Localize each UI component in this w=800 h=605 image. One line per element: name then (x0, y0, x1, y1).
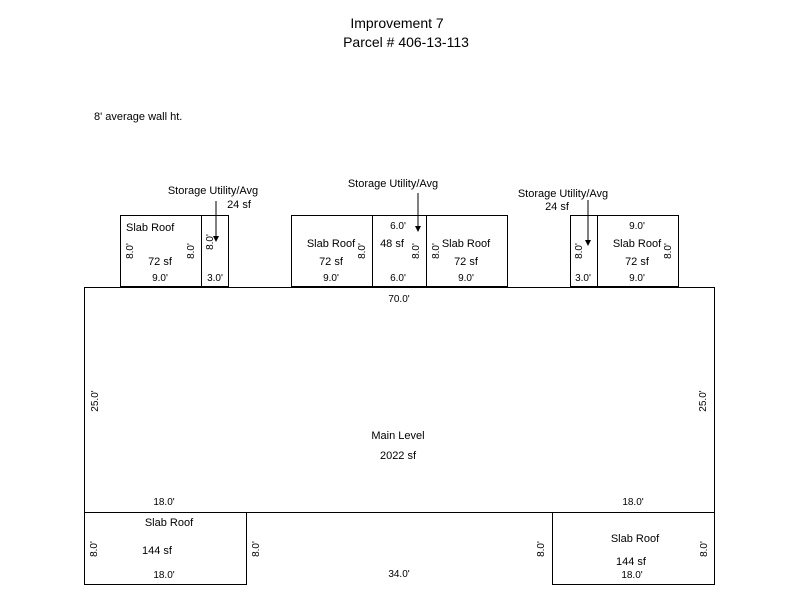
slab-roof-bottom-left-width: 18.0' (153, 570, 174, 581)
slab-roof-top-right-top-width: 9.0' (629, 221, 645, 232)
slab-roof-top-left-width: 9.0' (152, 273, 168, 284)
parcel-number: Parcel # 406-13-113 (343, 34, 469, 50)
slab-roof-top-center-right-height: 8.0' (431, 243, 442, 259)
callout-left-name: Storage Utility/Avg (168, 185, 258, 197)
diagram-title: Improvement 7 (350, 15, 444, 31)
slab-roof-bottom-right-name: Slab Roof (611, 533, 660, 545)
storage-center-bottom-width: 6.0' (390, 273, 406, 284)
slab-roof-bottom-right-height: 8.0' (699, 541, 710, 557)
slab-roof-top-right-height: 8.0' (663, 243, 674, 259)
slab-roof-top-right-bottom-width: 9.0' (629, 273, 645, 284)
main-level-area: 2022 sf (380, 450, 417, 462)
storage-center-area: 48 sf (380, 238, 405, 250)
main-level-inner-left-width: 18.0' (153, 497, 174, 508)
storage-center-height: 8.0' (411, 243, 422, 259)
storage-left (201, 215, 229, 287)
callout-right-area: 24 sf (545, 201, 570, 213)
slab-roof-bottom-right-area: 144 sf (616, 556, 647, 568)
slab-roof-top-center-right-name: Slab Roof (442, 238, 491, 250)
callout-left-area: 24 sf (227, 199, 252, 211)
callout-center-arrowhead (415, 226, 421, 232)
main-level-right-height: 25.0' (698, 390, 709, 411)
wall-height-note: 8' average wall ht. (94, 111, 182, 123)
slab-roof-top-left-height-left: 8.0' (125, 243, 136, 259)
main-level-inner-right-height: 8.0' (536, 541, 547, 557)
storage-right-width: 3.0' (575, 273, 591, 284)
slab-roof-top-left-name: Slab Roof (126, 222, 175, 234)
callout-right-arrowhead (585, 240, 591, 246)
slab-roof-top-center-right-width: 9.0' (458, 273, 474, 284)
slab-roof-top-center-right-area: 72 sf (454, 256, 479, 268)
main-level-inner-right-width: 18.0' (622, 497, 643, 508)
slab-roof-top-center-left-height: 8.0' (357, 243, 368, 259)
slab-roof-top-center-right (426, 215, 508, 287)
main-level-bottom-width: 34.0' (388, 569, 409, 580)
slab-roof-top-center-left-area: 72 sf (319, 256, 344, 268)
callout-right-name: Storage Utility/Avg (518, 188, 608, 200)
slab-roof-top-left-area: 72 sf (148, 256, 173, 268)
slab-roof-top-center-left-width: 9.0' (323, 273, 339, 284)
main-level-name: Main Level (371, 430, 424, 442)
storage-left-width: 3.0' (207, 273, 223, 284)
slab-roof-bottom-right-width: 18.0' (621, 570, 642, 581)
slab-roof-top-center-left-name: Slab Roof (307, 238, 356, 250)
slab-roof-top-right-name: Slab Roof (613, 238, 662, 250)
main-level-top-width: 70.0' (388, 294, 409, 305)
slab-roof-bottom-left-area: 144 sf (142, 545, 173, 557)
slab-roof-bottom-left-height: 8.0' (89, 541, 100, 557)
slab-roof-top-right (597, 215, 679, 287)
slab-roof-bottom-left-name: Slab Roof (145, 517, 194, 529)
main-level-inner-left-height: 8.0' (251, 541, 262, 557)
callout-left-arrowhead (213, 236, 219, 242)
slab-roof-top-left-height-right: 8.0' (186, 243, 197, 259)
storage-center-top-width: 6.0' (390, 221, 406, 232)
main-level-left-height: 25.0' (90, 390, 101, 411)
slab-roof-top-right-area: 72 sf (625, 256, 650, 268)
storage-left-height: 8.0' (205, 234, 216, 250)
callout-center-name: Storage Utility/Avg (348, 178, 438, 190)
storage-right-height: 8.0' (574, 243, 585, 259)
